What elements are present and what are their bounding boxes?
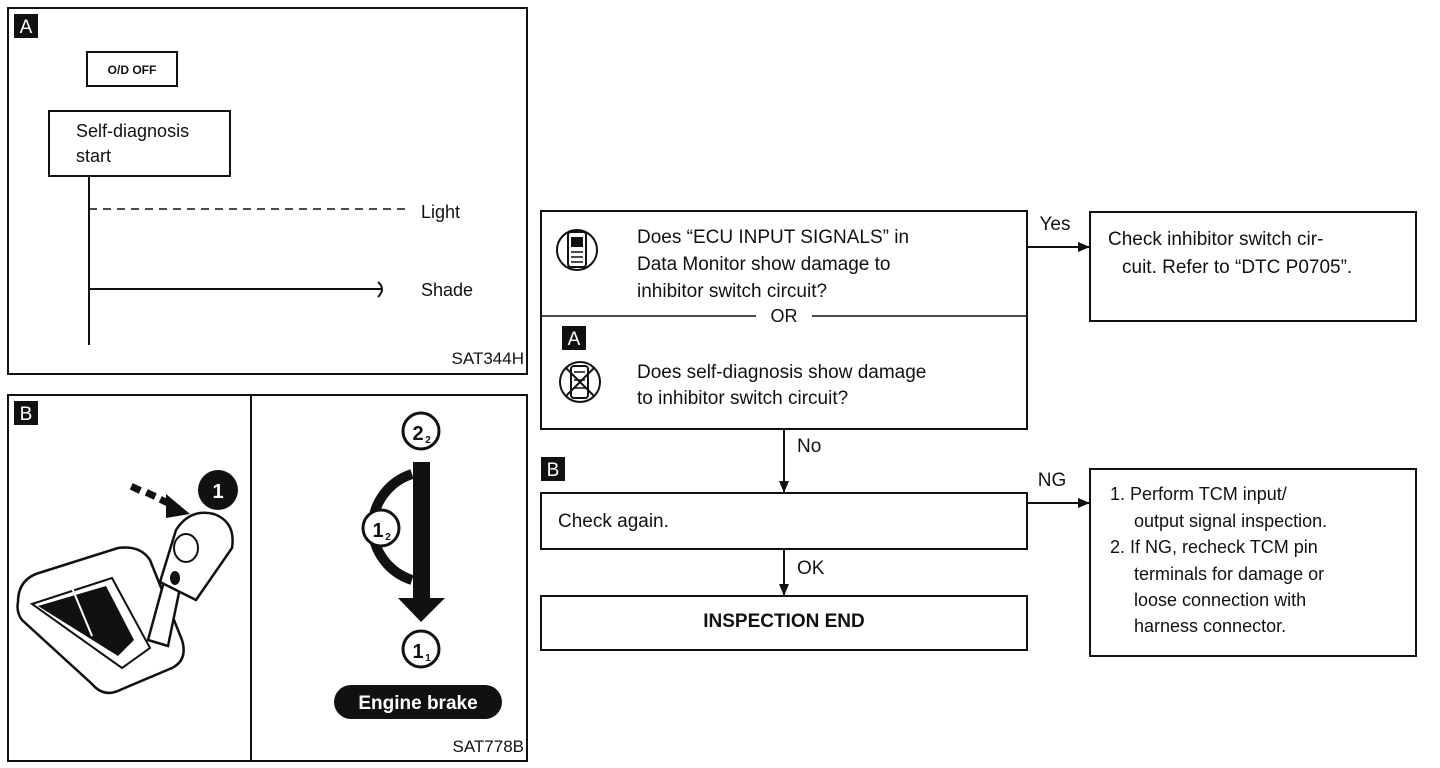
panel-b-badge — [14, 401, 38, 425]
ng-result-box — [1089, 468, 1417, 657]
check-again-label: Check again. — [558, 511, 669, 532]
ng-line4: terminals for damage or — [1134, 564, 1324, 584]
gear-2-2-marker — [401, 411, 441, 451]
gear-1-1-sub: 1 — [425, 653, 431, 664]
question-badge-a-letter: A — [568, 329, 581, 350]
ng-line5: loose connection with — [1134, 590, 1306, 610]
lever-pivot — [170, 571, 180, 585]
downshift-arrow-shaft — [413, 462, 430, 602]
push-arrow-icon — [129, 483, 190, 518]
shift-lever-illustration: 1 — [16, 470, 238, 695]
ng-line2: output signal inspection. — [1134, 511, 1327, 531]
check-badge-b-letter: B — [547, 460, 560, 481]
ok-label: OK — [797, 558, 825, 579]
inspection-end-box — [540, 595, 1028, 651]
engine-brake-label: Engine brake — [358, 693, 477, 714]
no-tool-icon — [559, 361, 601, 403]
yes-result-box — [1089, 211, 1417, 322]
start-box-line1: Self-diagnosis — [76, 121, 189, 141]
panel-b-frame — [7, 394, 528, 762]
ng-label: NG — [1038, 470, 1067, 491]
panel-a: A O/D OFF Self-diagnosis start Light Sha… — [7, 7, 528, 375]
question2-line1: Does self-diagnosis show damage — [637, 362, 926, 383]
ng-line1: 1. Perform TCM input/ — [1110, 484, 1287, 504]
panel-a-badge — [14, 14, 38, 38]
yes-result-line1: Check inhibitor switch cir- — [1108, 229, 1323, 250]
question2-line2: to inhibitor switch circuit? — [637, 388, 848, 409]
yes-result-line2: cuit. Refer to “DTC P0705”. — [1122, 257, 1352, 278]
panel-a-frame — [7, 7, 528, 375]
consult-tool-icon — [556, 229, 598, 271]
gear-1-1-marker — [401, 629, 441, 669]
self-diagnosis-start-box — [48, 110, 231, 177]
ng-line6: harness connector. — [1134, 616, 1286, 636]
shade-line-break — [377, 281, 383, 298]
question-line3: inhibitor switch circuit? — [637, 281, 827, 302]
gear-2-2-sub: 2 — [425, 435, 431, 446]
od-off-label: O/D OFF — [108, 63, 157, 77]
question-badge-a — [562, 326, 586, 350]
start-box-line2: start — [76, 146, 111, 166]
gate-marking — [69, 582, 93, 637]
downshift-arrow-head — [398, 598, 445, 622]
shade-label: Shade — [421, 280, 473, 300]
gear-1-2-sub: 2 — [385, 532, 391, 543]
light-label: Light — [421, 202, 460, 222]
figure-code-a: SAT344H — [452, 349, 524, 368]
gear-sequence-illustration: 2 2 1 2 1 1 Engine brake — [334, 411, 502, 719]
figure-code-b: SAT778B — [452, 737, 524, 756]
gear-1-2-main: 1 — [372, 520, 383, 542]
step-one-marker-text: 1 — [212, 481, 223, 503]
gear-1-1-main: 1 — [412, 641, 423, 663]
question-line2: Data Monitor show damage to — [637, 254, 890, 275]
flowchart: Does “ECU INPUT SIGNALS” in Data Monitor… — [540, 210, 1417, 657]
gear-1-2-marker — [361, 508, 401, 548]
panel-b-badge-letter: B — [20, 404, 33, 425]
step-one-marker — [198, 470, 238, 510]
gear-2-2-main: 2 — [412, 423, 423, 445]
question-line1: Does “ECU INPUT SIGNALS” in — [637, 227, 909, 248]
or-label: OR — [771, 306, 798, 326]
shift-lock-button — [173, 533, 199, 563]
panel-b: B 1 2 2 — [7, 394, 528, 762]
engine-brake-badge — [334, 685, 502, 719]
no-label: No — [797, 436, 821, 457]
od-off-indicator — [86, 51, 178, 87]
panel-a-badge-letter: A — [20, 17, 33, 38]
inspection-end-label: INSPECTION END — [703, 611, 865, 632]
check-badge-b — [541, 457, 565, 481]
yes-label: Yes — [1040, 214, 1071, 235]
ng-line3: 2. If NG, recheck TCM pin — [1110, 537, 1318, 557]
